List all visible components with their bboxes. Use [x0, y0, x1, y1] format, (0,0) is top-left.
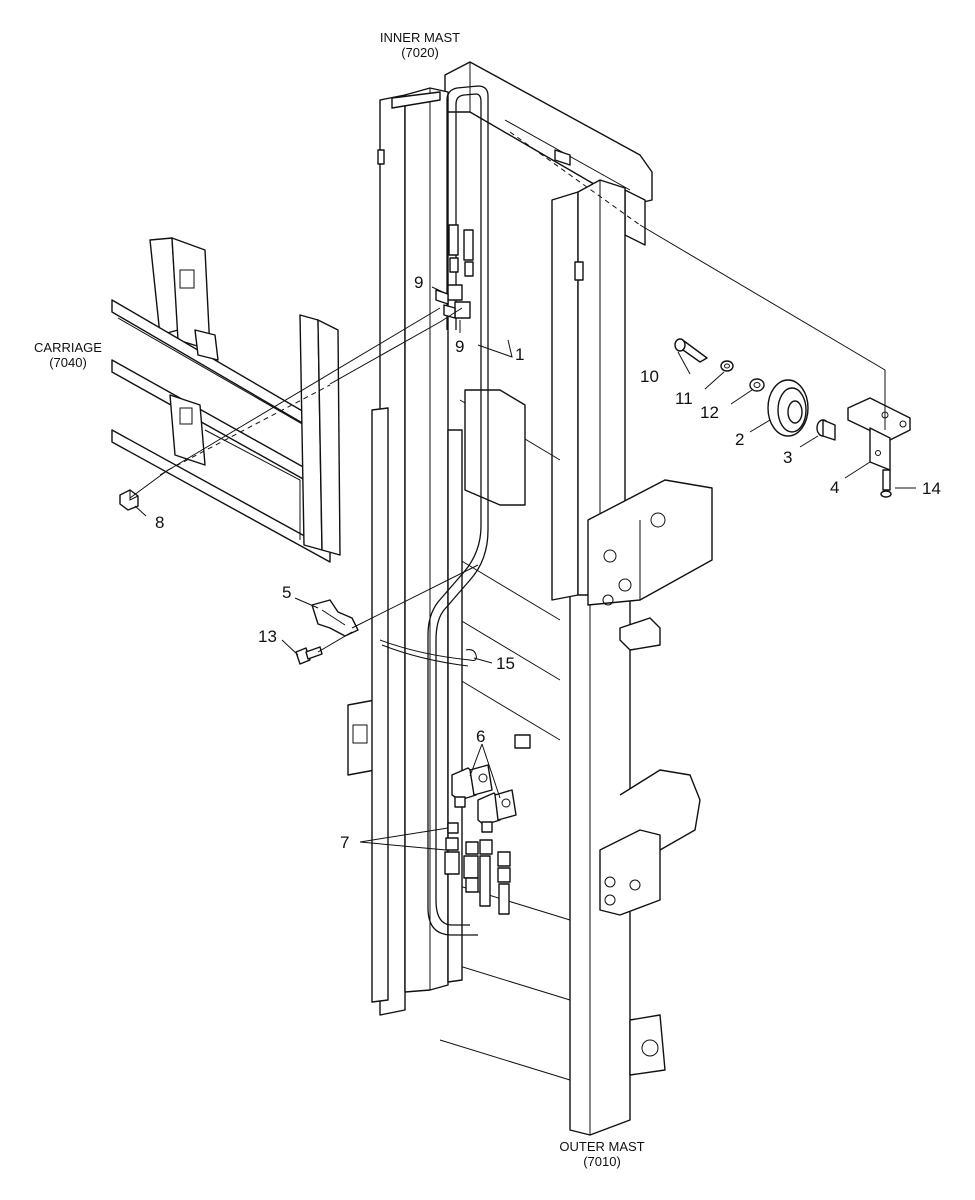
elbow-fittings-9 [435, 284, 471, 319]
callout-10: 10 [640, 367, 659, 386]
outer-mast-frame [347, 61, 713, 1136]
callout-11: 11 [675, 389, 693, 408]
callout-2: 2 [735, 430, 744, 449]
reference-lines [129, 131, 886, 653]
carriage-label: CARRIAGE [34, 340, 102, 355]
sheave-group [674, 338, 911, 498]
callout-12: 12 [700, 403, 719, 422]
callout-6: 6 [476, 727, 485, 746]
callout-9-upper: 9 [414, 273, 423, 292]
inner-mast-code: (7020) [401, 45, 439, 60]
callout-1: 1 [515, 345, 524, 364]
callout-8: 8 [155, 513, 164, 532]
clamp-parts [295, 599, 477, 667]
callout-7: 7 [340, 833, 349, 852]
callout-3: 3 [783, 448, 792, 467]
callout-13: 13 [258, 627, 277, 646]
outer-mast-label: OUTER MAST [559, 1139, 644, 1154]
inner-mast-label: INNER MAST [380, 30, 460, 45]
carriage-code: (7040) [49, 355, 87, 370]
callout-9-lower: 9 [455, 337, 464, 356]
callout-15: 15 [496, 654, 515, 673]
outer-mast-code: (7010) [583, 1154, 621, 1169]
lower-fittings [444, 764, 517, 915]
plug-8 [119, 489, 139, 511]
callout-14: 14 [922, 479, 941, 498]
hose-assembly [427, 85, 489, 936]
callout-5: 5 [282, 583, 291, 602]
carriage-frame [111, 237, 341, 563]
callout-4: 4 [830, 478, 839, 497]
leader-lines [134, 286, 916, 851]
